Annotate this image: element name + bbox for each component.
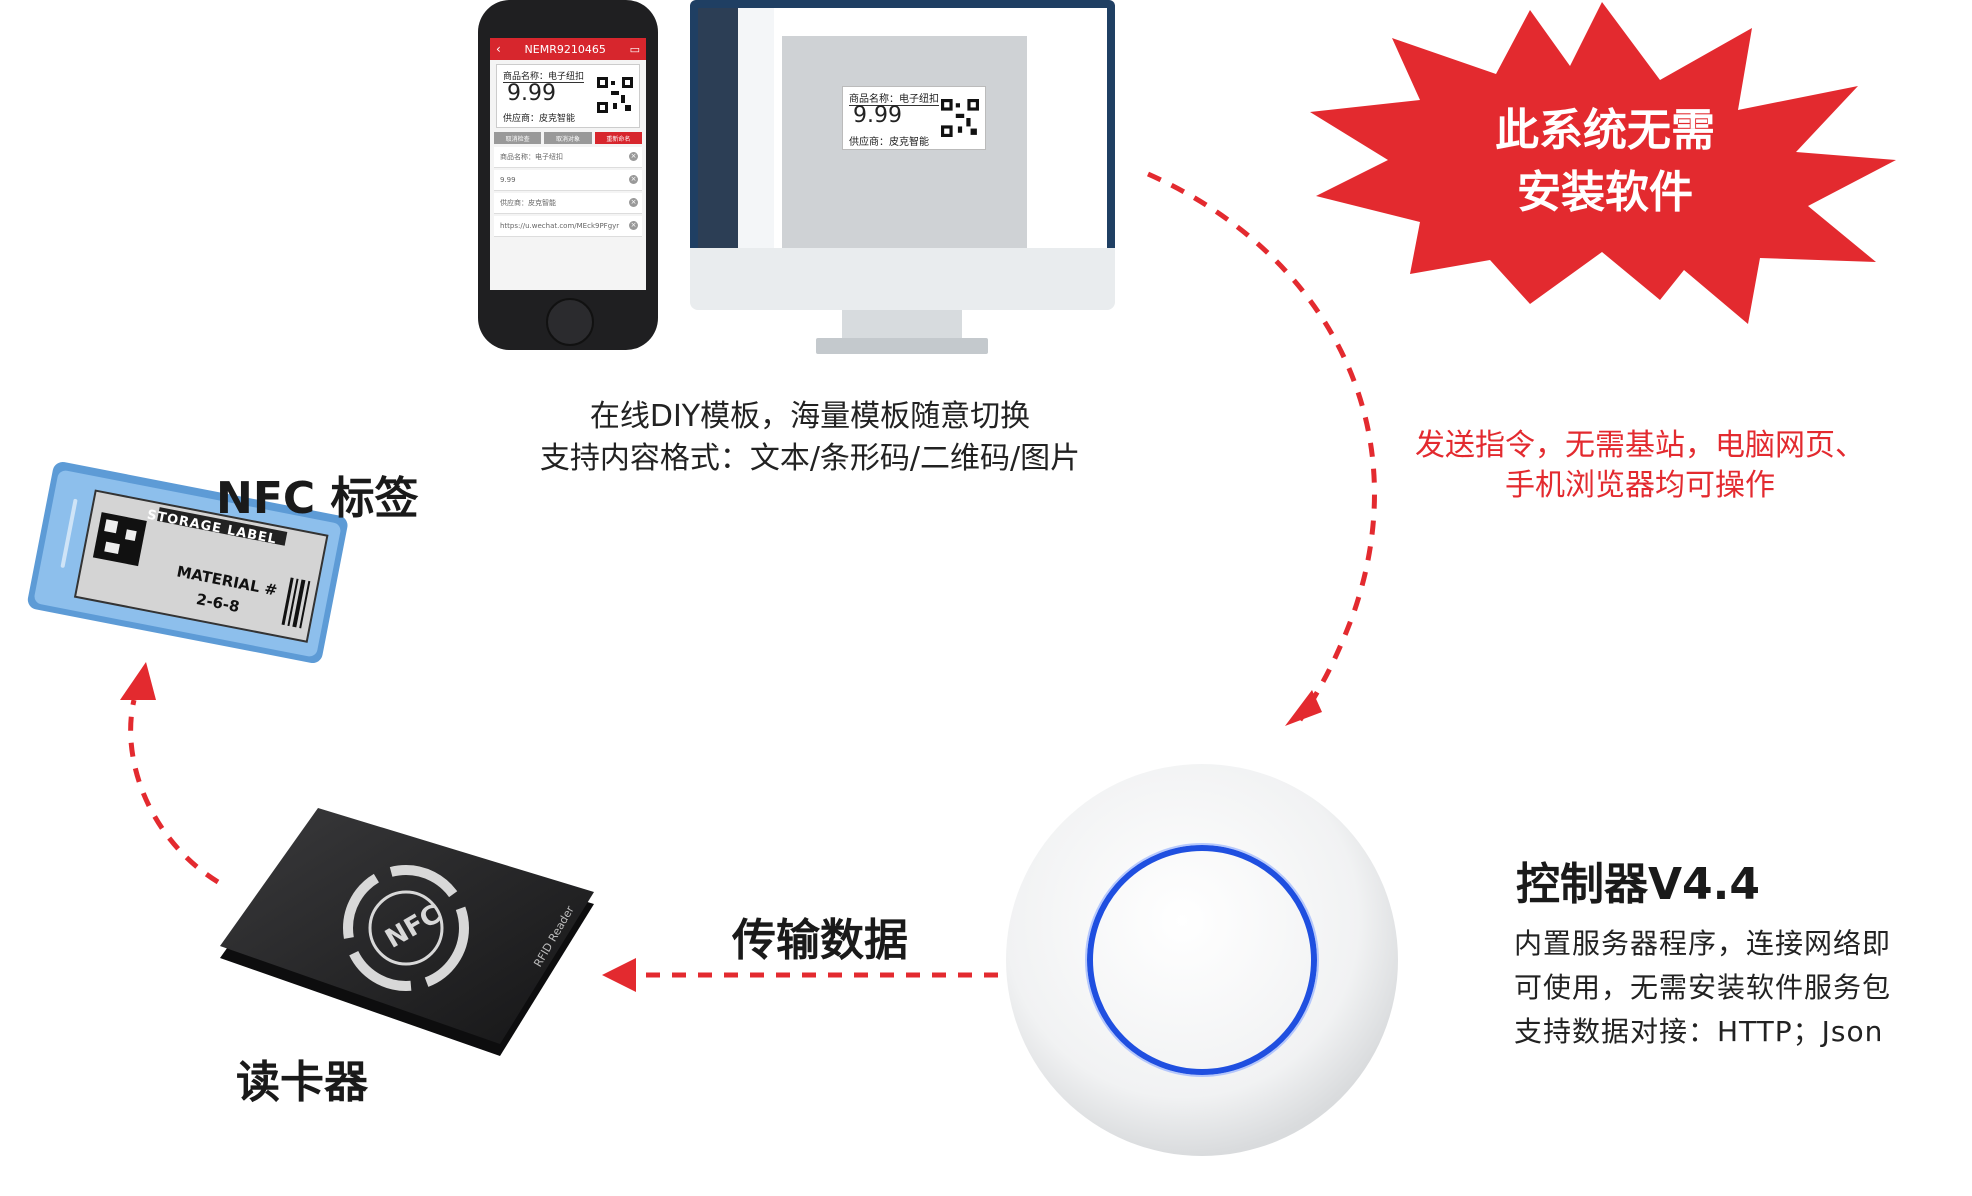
phone-field-3-value: 供应商：皮克智能 <box>500 199 556 207</box>
clear-icon[interactable]: × <box>629 221 638 230</box>
monitor-base <box>816 338 988 354</box>
monitor-chin <box>690 248 1115 310</box>
phone-field-3[interactable]: 供应商：皮克智能 × <box>494 193 642 214</box>
monitor-screen: 商品名称：电子纽扣 9.99 供应商：皮克智能 <box>698 8 1107 248</box>
book-icon[interactable]: ▭ <box>629 42 640 56</box>
command-caption-line1: 发送指令，无需基站，电脑网页、 <box>1415 428 1865 463</box>
phone-screen: ‹ NEMR9210465 ▭ 商品名称：电子纽扣 9.99 供应商：皮克智能 … <box>490 38 646 290</box>
starburst-badge <box>1310 2 1896 324</box>
editor-properties-panel <box>1038 36 1107 248</box>
controller-desc-line2: 可使用，无需安装软件服务包 <box>1514 971 1892 1004</box>
phone-field-1[interactable]: 商品名称：电子纽扣 × <box>494 147 642 168</box>
monitor-stand <box>842 310 962 340</box>
templates-caption-line1: 在线DIY模板，海量模板随意切换 <box>589 399 1031 434</box>
nfc-reader-device <box>220 808 594 1056</box>
arrow-reader-to-tag <box>128 699 220 885</box>
qr-code-icon <box>597 77 633 113</box>
command-caption: 发送指令，无需基站，电脑网页、 手机浏览器均可操作 <box>1360 426 1920 506</box>
monitor-label-price: 9.99 <box>853 103 902 128</box>
phone-label-preview: 商品名称：电子纽扣 9.99 供应商：皮克智能 <box>496 64 640 128</box>
command-caption-line2: 手机浏览器均可操作 <box>1505 468 1775 503</box>
controller-desc-line1: 内置服务器程序，连接网络即 <box>1514 927 1892 960</box>
starburst-line2: 安装软件 <box>1517 167 1693 218</box>
barcode-icon <box>281 577 311 629</box>
monitor-label-supplier: 供应商：皮克智能 <box>849 137 929 148</box>
templates-caption: 在线DIY模板，海量模板随意切换 支持内容格式：文本/条形码/二维码/图片 <box>480 396 1140 480</box>
controller-desc-line3: 支持数据对接：HTTP；Json <box>1514 1015 1884 1048</box>
home-button[interactable] <box>546 298 594 346</box>
transfer-label: 传输数据 <box>732 915 908 966</box>
clear-icon[interactable]: × <box>629 175 638 184</box>
status-ring <box>1087 845 1317 1075</box>
reader-title: 读卡器 <box>236 1057 368 1108</box>
clear-icon[interactable]: × <box>629 152 638 161</box>
qr-code-icon <box>941 99 979 137</box>
editor-tool-panel <box>738 8 774 248</box>
starburst-text: 此系统无需 安装软件 <box>1440 100 1770 224</box>
controller-device <box>1006 764 1398 1156</box>
phone-field-4-value: https://u.wechat.com/MEck9PFgyr <box>500 222 620 230</box>
phone-field-1-value: 商品名称：电子纽扣 <box>500 153 563 161</box>
monitor-label-preview: 商品名称：电子纽扣 9.99 供应商：皮克智能 <box>842 86 986 150</box>
arrow-web-to-controller <box>1146 171 1377 722</box>
phone-action-buttons: 取消检查 取消对象 重新命名 <box>494 132 642 144</box>
nfc-tag-device <box>27 461 348 664</box>
controller-description: 内置服务器程序，连接网络即 可使用，无需安装软件服务包 支持数据对接：HTTP；… <box>1514 922 1964 1054</box>
clear-icon[interactable]: × <box>629 198 638 207</box>
monitor-label-name: 商品名称：电子纽扣 <box>849 90 939 106</box>
phone-button-2[interactable]: 取消对象 <box>544 132 592 144</box>
templates-caption-line2: 支持内容格式：文本/条形码/二维码/图片 <box>539 441 1081 476</box>
editor-sidebar <box>698 8 738 248</box>
nfc-tag-title: NFC 标签 <box>216 473 419 524</box>
phone-header-title: NEMR9210465 <box>524 42 606 56</box>
arrow-head-tag <box>120 662 156 700</box>
phone-mockup: ‹ NEMR9210465 ▭ 商品名称：电子纽扣 9.99 供应商：皮克智能 … <box>478 0 658 350</box>
controller-title: 控制器V4.4 <box>1516 859 1760 910</box>
phone-label-price: 9.99 <box>507 81 556 106</box>
phone-label-name: 商品名称：电子纽扣 <box>503 69 585 83</box>
monitor-mockup: 商品名称：电子纽扣 9.99 供应商：皮克智能 <box>690 0 1115 354</box>
phone-label-supplier: 供应商：皮克智能 <box>503 114 576 124</box>
back-icon[interactable]: ‹ <box>496 42 501 56</box>
phone-field-4[interactable]: https://u.wechat.com/MEck9PFgyr × <box>494 216 642 237</box>
starburst-line1: 此系统无需 <box>1495 105 1715 156</box>
arrow-head-controller <box>1285 690 1322 726</box>
phone-button-1[interactable]: 取消检查 <box>494 132 542 144</box>
phone-field-2[interactable]: 9.99 × <box>494 170 642 191</box>
phone-button-3[interactable]: 重新命名 <box>594 132 642 144</box>
phone-field-2-value: 9.99 <box>500 176 516 184</box>
monitor-frame: 商品名称：电子纽扣 9.99 供应商：皮克智能 <box>690 0 1115 248</box>
arrow-head-reader <box>602 958 636 992</box>
phone-header: ‹ NEMR9210465 ▭ <box>490 38 646 60</box>
